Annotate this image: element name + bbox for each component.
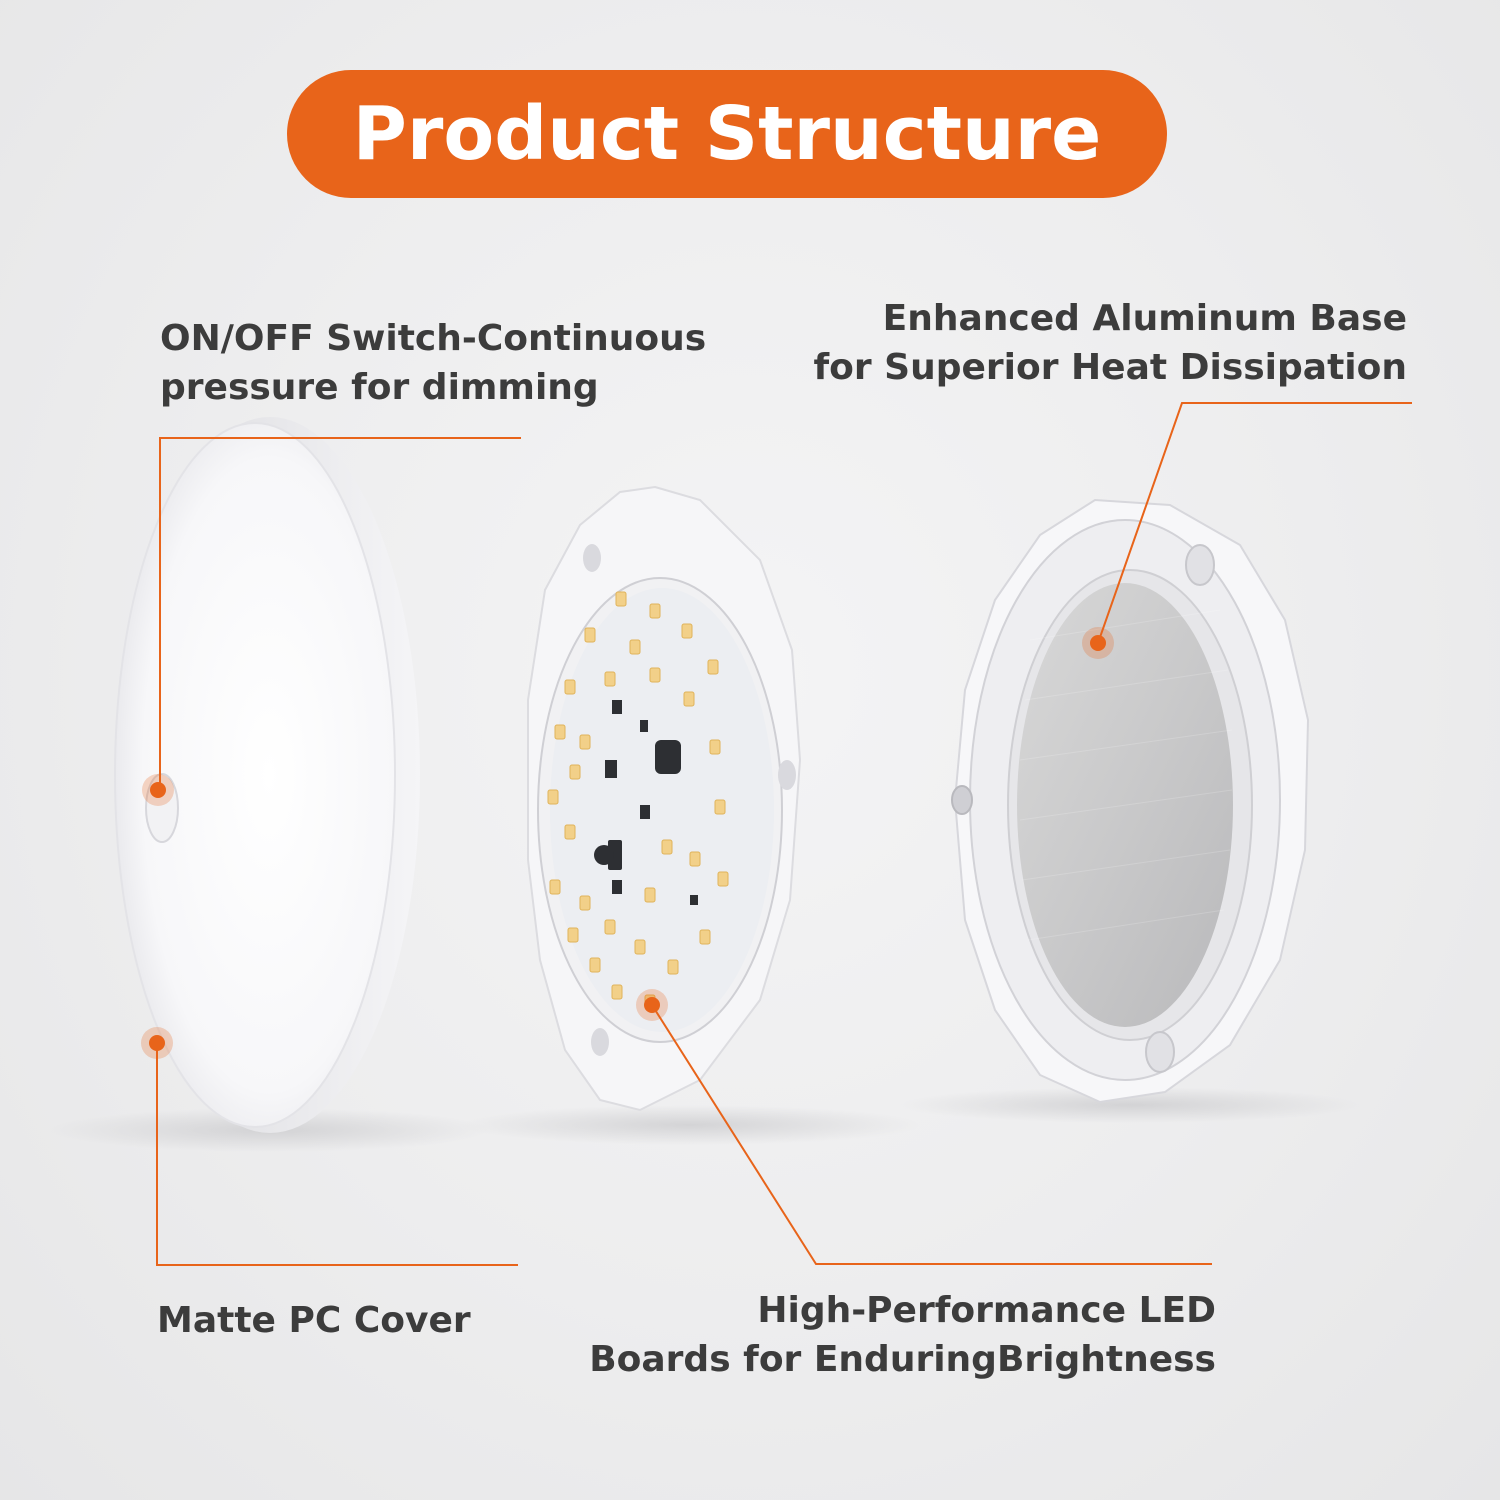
led-callout-line2: Boards for EnduringBrightness [589, 1339, 1216, 1380]
led-callout-label: High-Performance LED Boards for Enduring… [589, 1286, 1216, 1384]
base-shadow [900, 1087, 1360, 1123]
led-callout-line [651, 1004, 1212, 1265]
page-title: Product Structure [352, 91, 1102, 177]
base-callout-dot [1082, 627, 1114, 659]
base-callout-line1: Enhanced Aluminum Base [882, 298, 1407, 339]
base-mount-hole [1145, 1031, 1175, 1073]
title-banner: Product Structure [287, 70, 1167, 198]
base-mount-hole [951, 785, 973, 815]
board-mount-hole [583, 544, 601, 572]
board-mount-hole [591, 1028, 609, 1056]
cover-callout-line [156, 1043, 518, 1266]
led-chips [547, 591, 729, 1010]
aluminum-base [951, 498, 1310, 1104]
switch-callout-label: ON/OFF Switch-Continuous pressure for di… [160, 314, 706, 412]
base-callout-label: Enhanced Aluminum Base for Superior Heat… [813, 294, 1407, 392]
led-callout-line1: High-Performance LED [757, 1290, 1216, 1331]
base-mount-hole [1185, 544, 1215, 586]
switch-callout-line [159, 437, 521, 790]
cover-callout-line1: Matte PC Cover [157, 1300, 471, 1341]
cover-callout-label: Matte PC Cover [157, 1296, 471, 1345]
switch-callout-line2: pressure for dimming [160, 367, 599, 408]
switch-callout-line1: ON/OFF Switch-Continuous [160, 318, 707, 359]
board-shadow [460, 1105, 920, 1145]
base-callout-line [1097, 402, 1412, 644]
pc-cover [114, 417, 420, 1133]
cover-callout-dot [141, 1027, 173, 1059]
switch-callout-dot [142, 774, 174, 806]
led-board [527, 485, 802, 1112]
driver-components [594, 700, 698, 905]
aluminum-plate [1017, 583, 1233, 1027]
base-callout-line2: for Superior Heat Dissipation [813, 347, 1407, 388]
led-callout-dot [636, 989, 668, 1021]
board-mount-hole [778, 760, 796, 790]
